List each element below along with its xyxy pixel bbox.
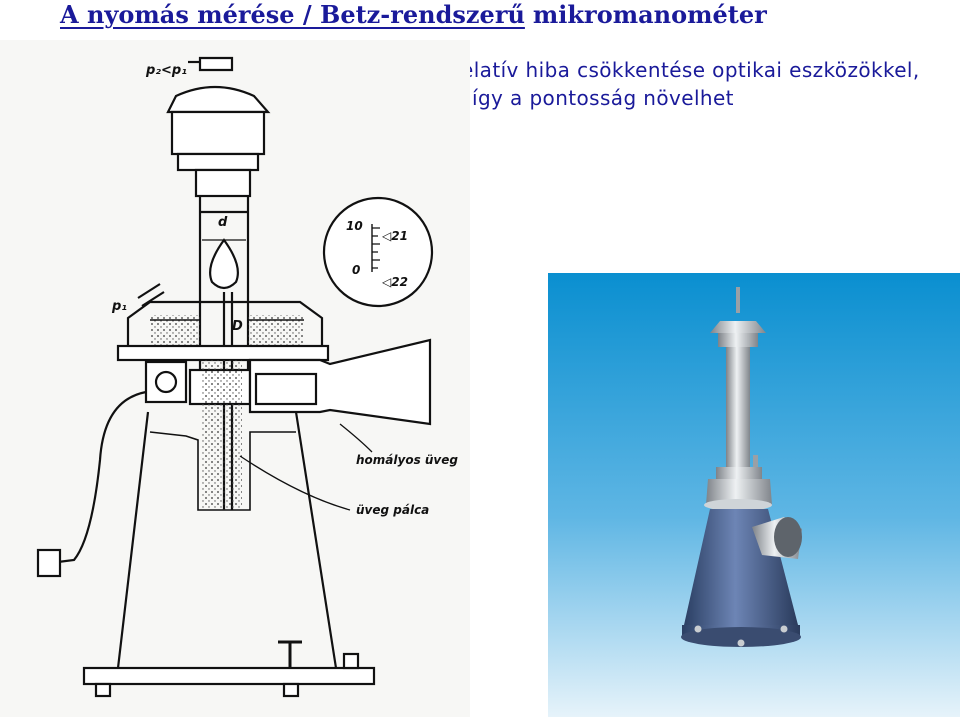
render-device: [681, 287, 802, 647]
label-d: d: [218, 215, 228, 230]
micromanometer-sketch: p₂<p₁ p₁ d D 10 0 ◁21 ◁22 homályos üveg …: [0, 40, 470, 717]
title-main: A nyomás mérése / Betz-rendszerű: [60, 0, 525, 29]
subtitle-line-1: A relatív hiba csökkentése optikai eszkö…: [432, 58, 920, 82]
scale-0: 0: [352, 263, 360, 277]
scale-10: 10: [346, 219, 363, 233]
label-p2-p1: p₂<p₁: [145, 63, 187, 78]
scale-21: ◁21: [381, 229, 408, 243]
subtitle: A relatív hiba csökkentése optikai eszkö…: [432, 56, 960, 112]
label-glass-rod: üveg pálca: [356, 503, 429, 517]
label-D: D: [232, 319, 243, 334]
subtitle-line-2: így a pontosság növelhet: [472, 86, 734, 110]
micromanometer-render: [548, 273, 960, 717]
label-p1: p₁: [111, 299, 127, 314]
label-ground-glass: homályos üveg: [356, 453, 458, 467]
sketch-lines: [36, 56, 434, 698]
title-rest: mikromanométer: [532, 0, 767, 29]
scale-22: ◁22: [381, 275, 408, 289]
